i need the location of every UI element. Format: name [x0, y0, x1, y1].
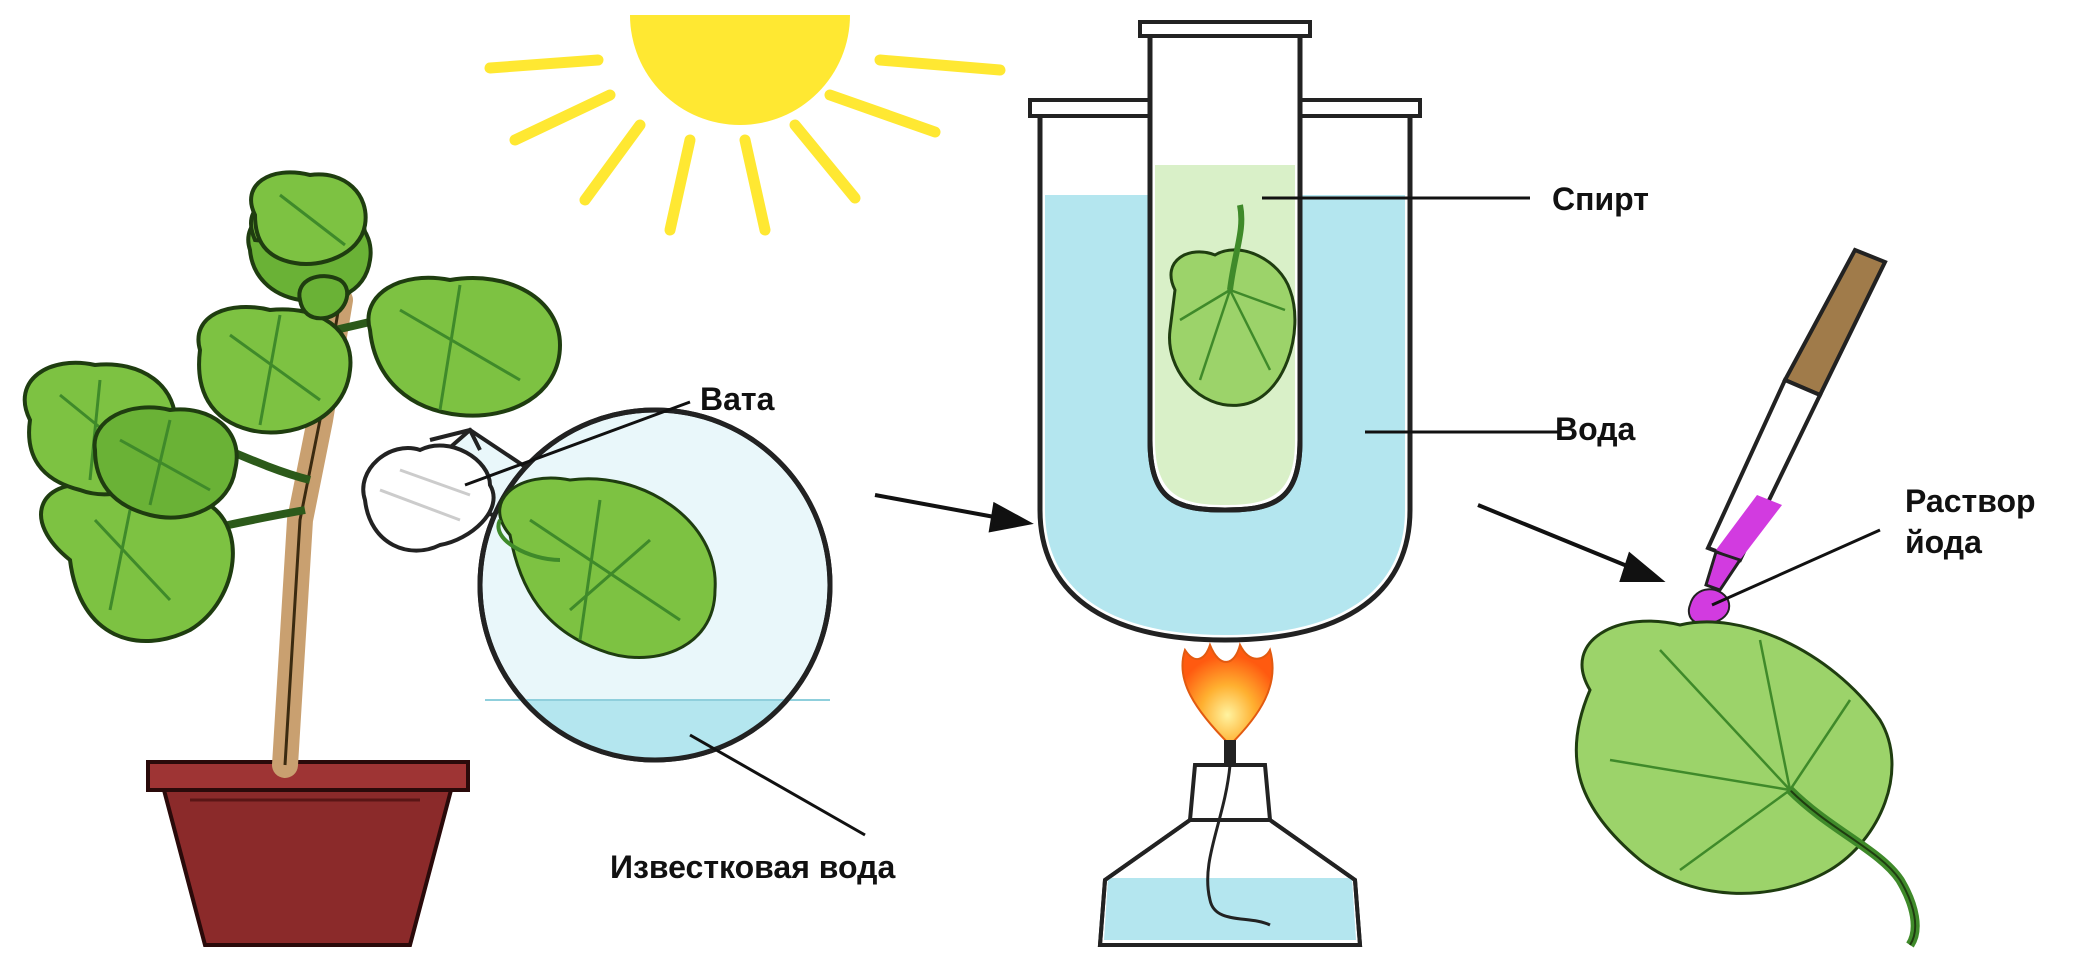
plant-leaf	[251, 172, 366, 264]
water-bath-beaker	[1030, 22, 1420, 640]
round-flask	[363, 410, 850, 800]
tested-leaf	[1576, 621, 1915, 945]
iodine-dropper	[1689, 250, 1885, 624]
lime-water	[470, 700, 850, 800]
plant-leaf	[299, 276, 347, 318]
label-rastvor-line2: йода	[1905, 524, 1982, 560]
plant-leaf	[198, 307, 350, 433]
sun-disc	[630, 15, 850, 125]
spirit-lamp	[1100, 645, 1360, 945]
label-voda: Вода	[1555, 411, 1636, 447]
test-tube	[1140, 22, 1310, 510]
arrow-flask-to-beaker	[875, 495, 1028, 530]
plant-leaf	[368, 278, 560, 416]
label-rastvor-line1: Раствор	[1905, 483, 2036, 519]
flower-pot	[148, 762, 468, 945]
cotton-plug	[363, 445, 493, 550]
leader-izvestkovaya-voda	[690, 735, 865, 835]
arrow-beaker-to-leaf	[1478, 505, 1660, 580]
label-spirt: Спирт	[1552, 181, 1649, 217]
plant-leaf	[95, 407, 237, 517]
iodine-drop	[1689, 589, 1729, 623]
lamp-fuel	[1104, 878, 1356, 940]
sun	[490, 15, 1000, 230]
flame	[1182, 645, 1272, 745]
label-vata: Вата	[700, 381, 775, 417]
label-izvestkovaya-voda: Известковая вода	[610, 849, 895, 885]
